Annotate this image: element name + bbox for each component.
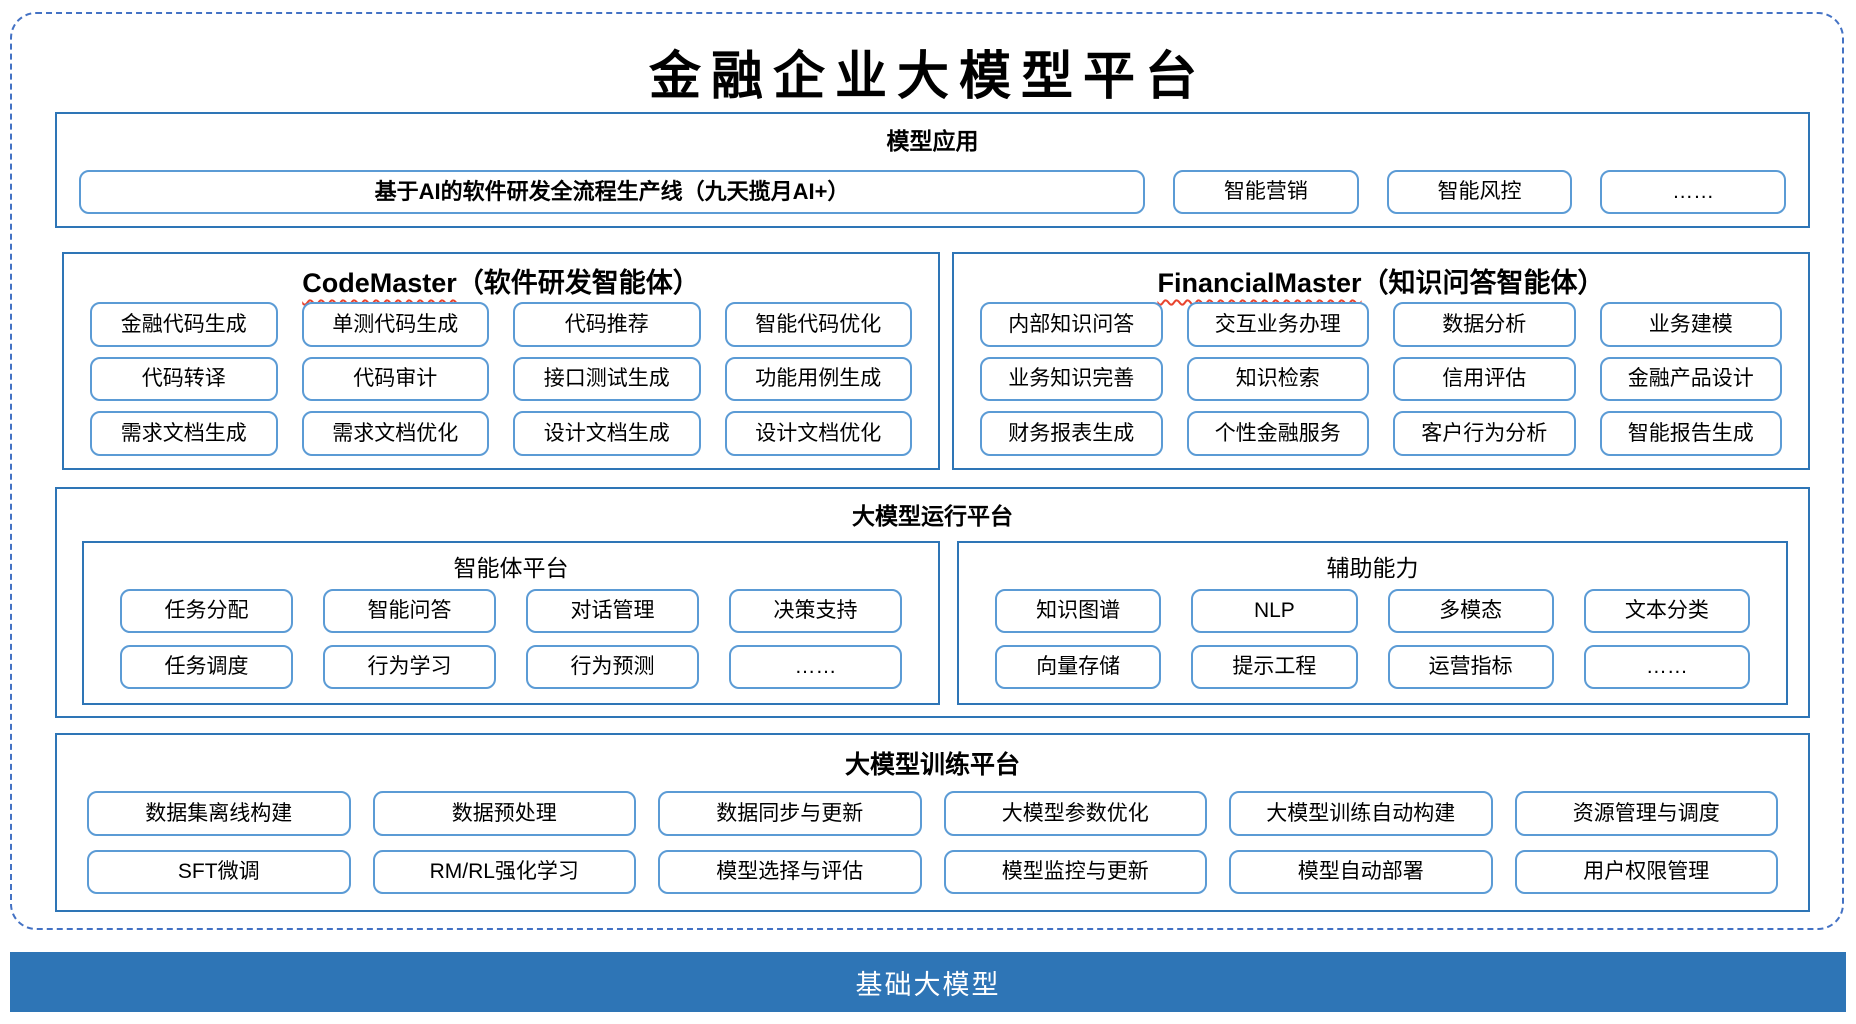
page-title: 金融企业大模型平台 bbox=[648, 46, 1207, 107]
foundation-model-bar: 基础大模型 bbox=[10, 952, 1846, 1012]
aux-capabilities-pill-grid: 知识图谱 NLP 多模态 文本分类 向量存储 提示工程 运营指标 …… bbox=[995, 589, 1750, 689]
model-app-pill: 智能营销 bbox=[1173, 170, 1359, 214]
aux-capability-pill: 向量存储 bbox=[995, 645, 1162, 689]
codemaster-pill: 代码审计 bbox=[301, 356, 489, 402]
agent-platform-pill: 行为预测 bbox=[526, 645, 699, 689]
training-pill: 模型自动部署 bbox=[1229, 849, 1493, 894]
training-pill-row: SFT微调 RM/RL强化学习 模型选择与评估 模型监控与更新 模型自动部署 用… bbox=[87, 849, 1778, 894]
aux-capabilities-header: 辅助能力 bbox=[1326, 555, 1419, 581]
financialmaster-pill: 业务知识完善 bbox=[980, 356, 1163, 402]
agent-platform-pill: 任务分配 bbox=[120, 589, 293, 633]
model-app-pill-row: 基于AI的软件研发全流程生产线（九天揽月AI+） 智能营销 智能风控 …… bbox=[79, 170, 1787, 214]
financialmaster-pill: 金融产品设计 bbox=[1599, 356, 1782, 402]
financialmaster-title-en: FinancialMaster bbox=[1157, 268, 1362, 298]
training-pill-rows: 数据集离线构建 数据预处理 数据同步与更新 大模型参数优化 大模型训练自动构建 … bbox=[87, 791, 1778, 894]
training-pill: SFT微调 bbox=[87, 849, 351, 894]
codemaster-pill: 功能用例生成 bbox=[724, 356, 912, 402]
outer-dashed-border bbox=[10, 12, 1844, 930]
section-financialmaster: FinancialMaster（知识问答智能体） 内部知识问答 交互业务办理 数… bbox=[952, 252, 1810, 470]
aux-capability-pill: 运营指标 bbox=[1387, 645, 1554, 689]
codemaster-title-en: CodeMaster bbox=[302, 268, 457, 298]
financialmaster-pill: 智能报告生成 bbox=[1599, 411, 1782, 456]
codemaster-pill: 设计文档生成 bbox=[513, 411, 701, 456]
financialmaster-title: FinancialMaster（知识问答智能体） bbox=[954, 254, 1808, 300]
financialmaster-pill: 信用评估 bbox=[1393, 356, 1576, 402]
agent-platform-pill: 智能问答 bbox=[323, 589, 496, 633]
agent-platform-pill: …… bbox=[729, 645, 902, 689]
training-pill: 数据同步与更新 bbox=[658, 791, 922, 836]
model-app-main-pill: 基于AI的软件研发全流程生产线（九天揽月AI+） bbox=[79, 170, 1145, 214]
training-pill: 数据集离线构建 bbox=[87, 791, 351, 836]
section-header: 大模型运行平台 bbox=[852, 503, 1013, 529]
training-pill: 用户权限管理 bbox=[1514, 849, 1778, 894]
codemaster-pill: 需求文档优化 bbox=[301, 411, 489, 456]
section-agent-platform: 智能体平台 任务分配 智能问答 对话管理 决策支持 任务调度 行为学习 行为预测… bbox=[82, 541, 940, 705]
aux-capability-pill: 知识图谱 bbox=[995, 589, 1162, 633]
aux-capability-pill: 文本分类 bbox=[1583, 589, 1750, 633]
agent-platform-pill: 任务调度 bbox=[120, 645, 293, 689]
training-pill: 大模型参数优化 bbox=[943, 791, 1207, 836]
training-pill: 模型选择与评估 bbox=[658, 849, 922, 894]
section-header: 模型应用 bbox=[886, 128, 979, 154]
codemaster-pill: 单测代码生成 bbox=[301, 302, 489, 347]
financialmaster-pill-grid: 内部知识问答 交互业务办理 数据分析 业务建模 业务知识完善 知识检索 信用评估… bbox=[980, 302, 1782, 456]
agent-platform-pill-grid: 任务分配 智能问答 对话管理 决策支持 任务调度 行为学习 行为预测 …… bbox=[120, 589, 902, 689]
agent-platform-pill: 决策支持 bbox=[729, 589, 902, 633]
section-training-platform: 大模型训练平台 数据集离线构建 数据预处理 数据同步与更新 大模型参数优化 大模… bbox=[55, 733, 1810, 912]
financialmaster-pill: 内部知识问答 bbox=[980, 302, 1163, 347]
aux-capability-pill: …… bbox=[1583, 645, 1750, 689]
agent-platform-header: 智能体平台 bbox=[453, 555, 569, 581]
codemaster-pill-grid: 金融代码生成 单测代码生成 代码推荐 智能代码优化 代码转译 代码审计 接口测试… bbox=[90, 302, 912, 456]
section-aux-capabilities: 辅助能力 知识图谱 NLP 多模态 文本分类 向量存储 提示工程 运营指标 …… bbox=[957, 541, 1788, 705]
financialmaster-pill: 个性金融服务 bbox=[1186, 411, 1369, 456]
training-pill: 大模型训练自动构建 bbox=[1229, 791, 1493, 836]
aux-capability-pill: NLP bbox=[1191, 589, 1358, 633]
codemaster-pill: 接口测试生成 bbox=[513, 356, 701, 402]
financialmaster-pill: 知识检索 bbox=[1186, 356, 1369, 402]
section-model-applications: 模型应用 基于AI的软件研发全流程生产线（九天揽月AI+） 智能营销 智能风控 … bbox=[55, 112, 1810, 228]
aux-capability-pill: 多模态 bbox=[1387, 589, 1554, 633]
training-pill: 模型监控与更新 bbox=[943, 849, 1207, 894]
training-pill: 数据预处理 bbox=[372, 791, 636, 836]
codemaster-title-cn: （软件研发智能体） bbox=[456, 268, 700, 298]
model-app-pill: …… bbox=[1600, 170, 1787, 214]
section-header: 大模型训练平台 bbox=[844, 751, 1020, 779]
financialmaster-title-cn: （知识问答智能体） bbox=[1361, 268, 1605, 298]
codemaster-pill: 智能代码优化 bbox=[724, 302, 912, 347]
training-pill: RM/RL强化学习 bbox=[372, 849, 636, 894]
codemaster-pill: 需求文档生成 bbox=[90, 411, 278, 456]
section-runtime-platform: 大模型运行平台 智能体平台 任务分配 智能问答 对话管理 决策支持 任务调度 行… bbox=[55, 487, 1810, 718]
financialmaster-pill: 客户行为分析 bbox=[1393, 411, 1576, 456]
agent-platform-pill: 对话管理 bbox=[526, 589, 699, 633]
training-pill: 资源管理与调度 bbox=[1514, 791, 1778, 836]
financialmaster-pill: 交互业务办理 bbox=[1186, 302, 1369, 347]
section-codemaster: CodeMaster（软件研发智能体） 金融代码生成 单测代码生成 代码推荐 智… bbox=[62, 252, 940, 470]
training-pill-row: 数据集离线构建 数据预处理 数据同步与更新 大模型参数优化 大模型训练自动构建 … bbox=[87, 791, 1778, 836]
agent-platform-pill: 行为学习 bbox=[323, 645, 496, 689]
codemaster-pill: 代码推荐 bbox=[513, 302, 701, 347]
model-app-pill: 智能风控 bbox=[1386, 170, 1573, 214]
financialmaster-pill: 数据分析 bbox=[1393, 302, 1576, 347]
codemaster-pill: 代码转译 bbox=[90, 356, 278, 402]
financialmaster-pill: 财务报表生成 bbox=[980, 411, 1163, 456]
aux-capability-pill: 提示工程 bbox=[1191, 645, 1358, 689]
codemaster-title: CodeMaster（软件研发智能体） bbox=[64, 254, 938, 300]
codemaster-pill: 设计文档优化 bbox=[724, 411, 912, 456]
financialmaster-pill: 业务建模 bbox=[1599, 302, 1782, 347]
codemaster-pill: 金融代码生成 bbox=[90, 302, 278, 347]
